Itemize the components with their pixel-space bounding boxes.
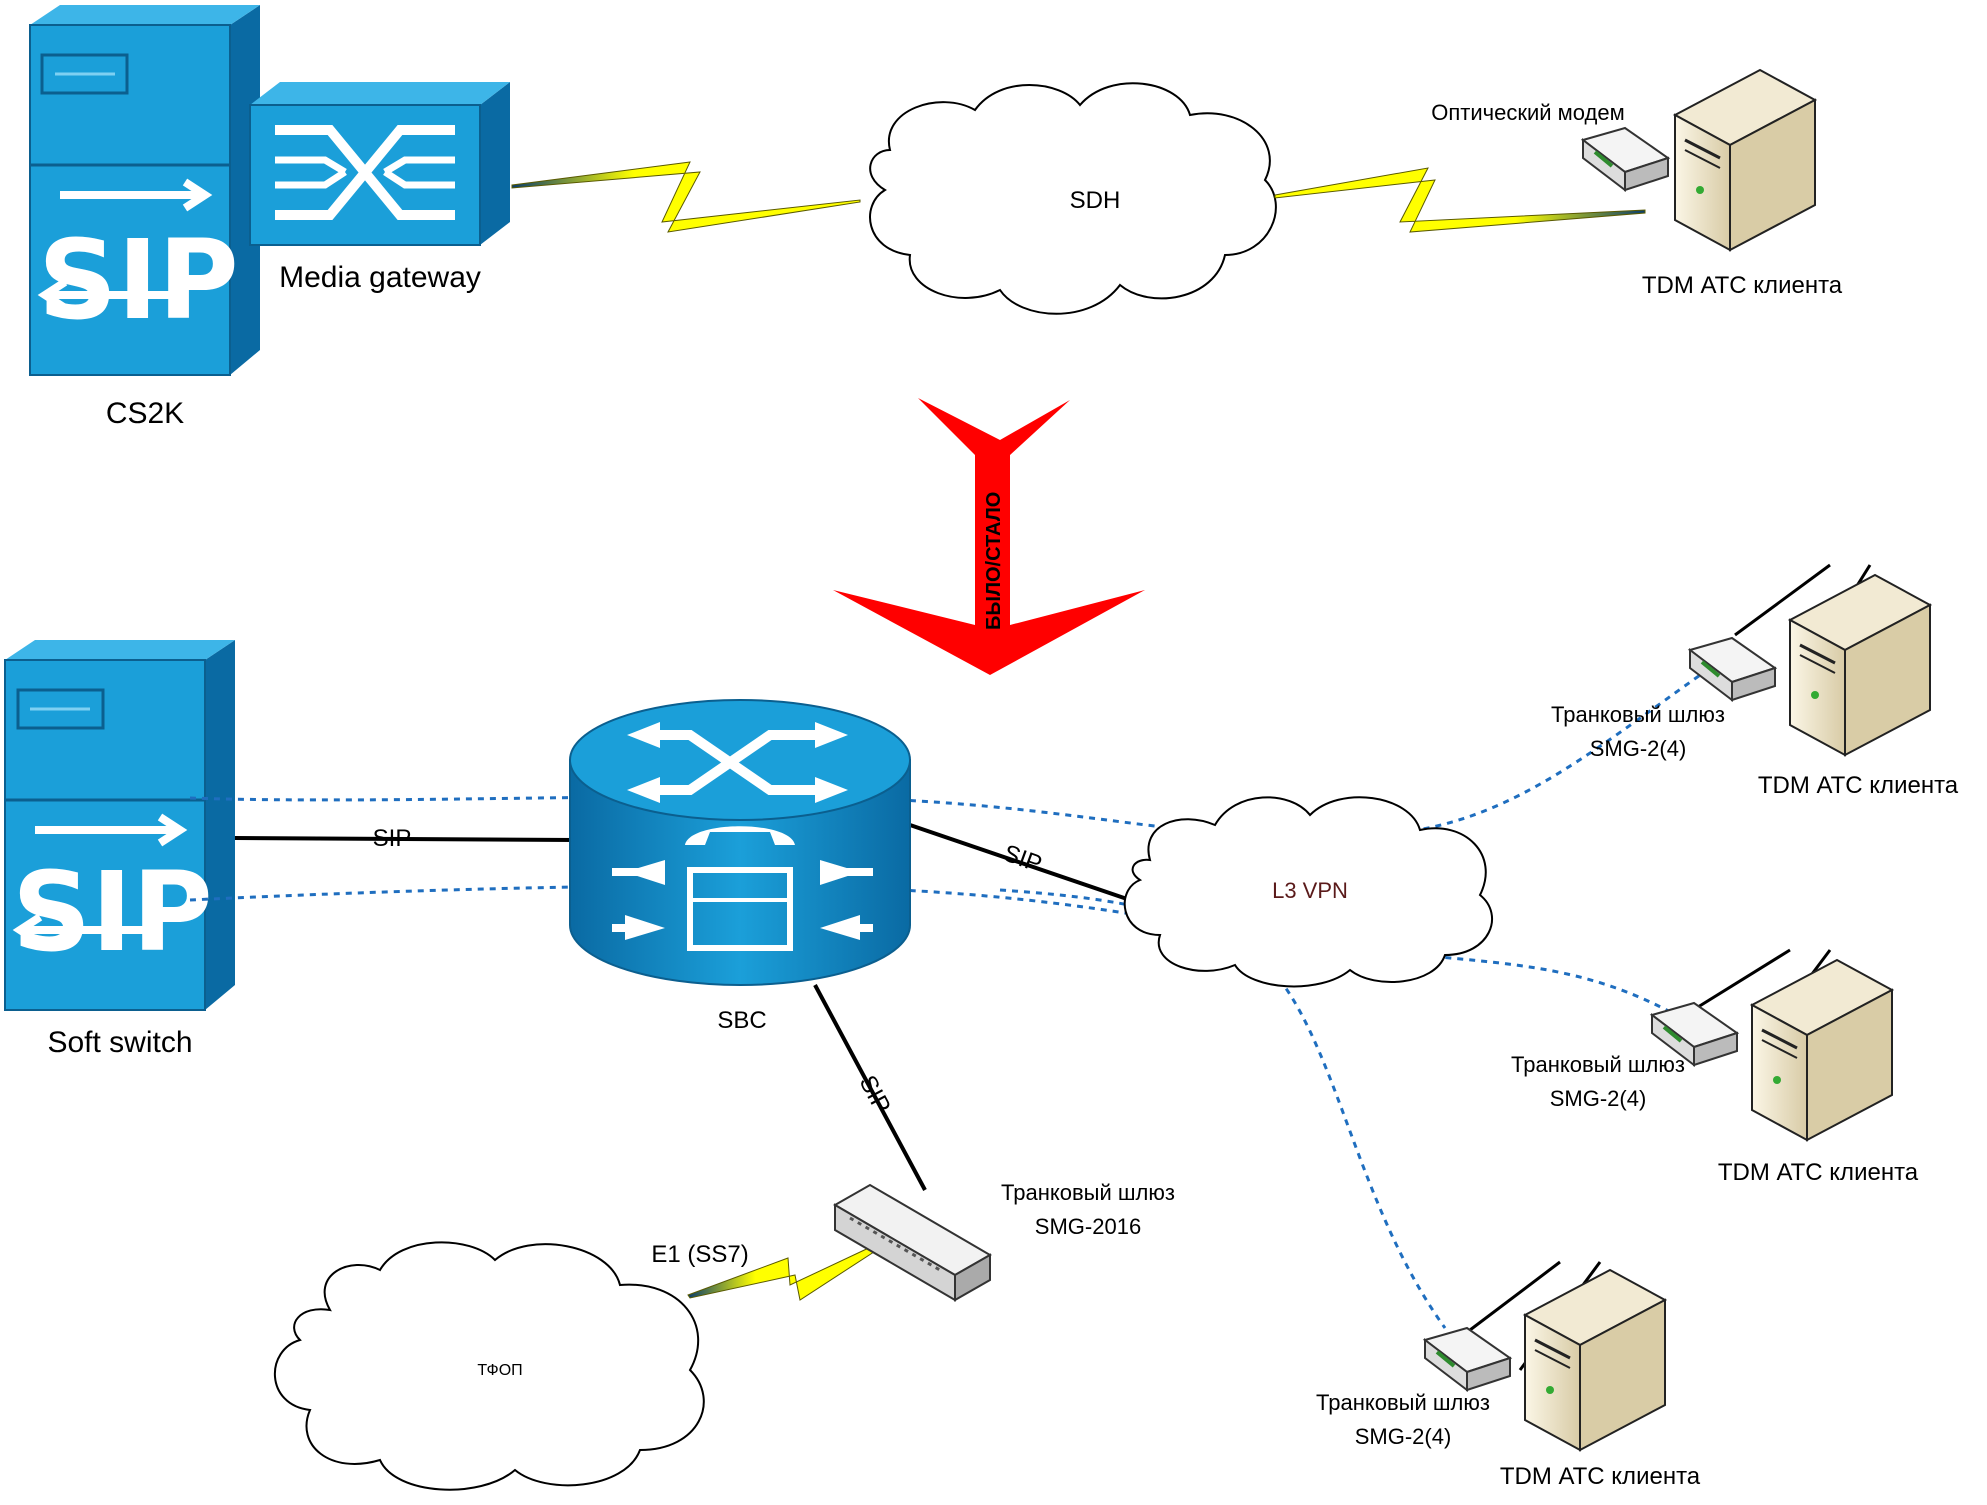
cs2k-label: CS2K [106,397,184,430]
link-sbc-smg2016 [813,984,927,1191]
client-3-modem-icon [1422,1326,1513,1393]
sip-link-label-1: SIP [373,825,412,852]
client-1-modem-icon [1687,636,1778,703]
optical-modem-icon [1580,126,1671,193]
softswitch-label: Soft switch [47,1026,192,1059]
client-3-tdm-label: TDM АТС клиента [1500,1463,1701,1490]
smg2016-line1: Транковый шлюз [1001,1180,1175,1205]
client-1-group [1687,563,1933,757]
client-1-gw-line1: Транковый шлюз [1551,702,1725,727]
tfop-label: ТФОП [477,1362,522,1379]
link-sbc-l3vpn [909,823,1131,902]
lightning-link-mg-sdh [511,161,861,233]
smg2016-gateway-icon [833,1183,992,1302]
client-3-gw-line1: Транковый шлюз [1316,1390,1490,1415]
dotted-links [189,666,1711,1329]
client-1-gw-line2: SMG-2(4) [1590,736,1687,761]
client-3-group [1422,1260,1668,1452]
client-3-gw-line2: SMG-2(4) [1355,1424,1452,1449]
tdm-top-label: TDM АТС клиента [1642,272,1843,299]
transition-arrow-label: БЫЛО/СТАЛО [983,492,1005,630]
softswitch-sip-logo: SIP [12,848,213,976]
sbc-label: SBC [717,1007,766,1034]
e1-label: E1 (SS7) [651,1241,748,1268]
tdm-server-icon [1672,68,1818,252]
client-2-gw-line2: SMG-2(4) [1550,1086,1647,1111]
media-gateway-label: Media gateway [279,261,481,294]
sdh-cloud [869,82,1277,315]
sdh-label: SDH [1070,187,1121,214]
link-softswitch-sbc [234,836,576,842]
media-gateway-icon [249,82,510,246]
client-1-tdm-label: TDM АТС клиента [1758,772,1959,799]
client-2-server-icon [1749,958,1895,1142]
softswitch-server-icon: SIP [4,640,235,1011]
client-2-group [1649,948,1895,1142]
client-2-modem-icon [1649,1001,1740,1068]
client-3-server-icon [1522,1268,1668,1452]
client-2-tdm-label: TDM АТС клиента [1718,1159,1919,1186]
tfop-cloud [274,1241,705,1491]
sip-link-label-2: SIP [1000,840,1046,879]
cs2k-server-icon: SIP [29,5,260,376]
l3vpn-label: L3 VPN [1272,878,1348,903]
smg2016-line2: SMG-2016 [1035,1214,1141,1239]
cs2k-sip-logo: SIP [38,216,239,344]
client-2-gw-line1: Транковый шлюз [1511,1052,1685,1077]
lightning-link-sdh-client [1274,167,1646,233]
client-1-server-icon [1787,573,1933,757]
sip-link-label-3: SIP [854,1071,896,1118]
transition-arrow [833,398,1145,675]
optical-modem-label: Оптический модем [1431,100,1624,125]
sbc-router-icon [569,699,911,986]
l3vpn-cloud [1123,796,1493,988]
